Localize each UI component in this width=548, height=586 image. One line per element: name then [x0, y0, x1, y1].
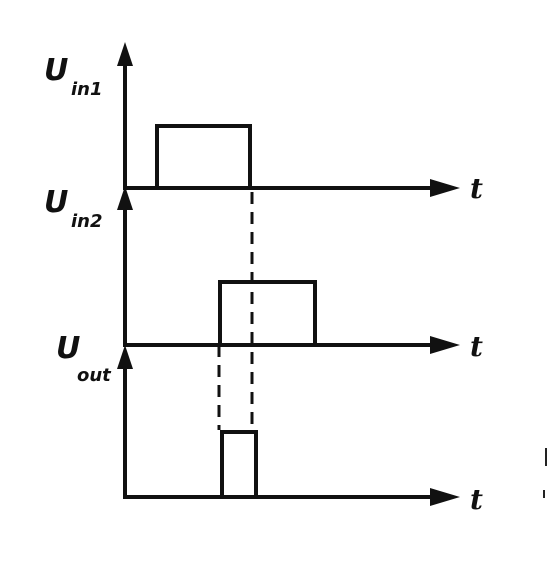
in1-axis-arrowhead-up	[117, 42, 133, 66]
in2-pulse	[123, 280, 440, 347]
in2-axis-arrowhead-right	[430, 336, 460, 354]
out-axis-arrowhead-up	[117, 345, 133, 369]
out-axis-arrowhead-right	[430, 488, 460, 506]
in1-pulse	[123, 124, 440, 190]
signal-in1: U in1 t	[44, 42, 483, 205]
in1-label-main: U	[44, 53, 68, 88]
out-label-main: U	[56, 331, 80, 366]
in2-axis-arrowhead-up	[117, 186, 133, 210]
in1-time-label: t	[470, 172, 483, 205]
in2-label-sub: in2	[71, 211, 103, 232]
signal-in2: U in2 t	[44, 185, 483, 363]
in2-label-main: U	[44, 185, 68, 220]
out-time-label: t	[470, 483, 483, 516]
signal-out: U out t	[56, 331, 483, 516]
in2-time-label: t	[470, 330, 483, 363]
out-pulse	[123, 430, 440, 499]
in1-label-sub: in1	[71, 79, 103, 100]
in1-axis-arrowhead-right	[430, 179, 460, 197]
out-label-sub: out	[77, 365, 112, 386]
